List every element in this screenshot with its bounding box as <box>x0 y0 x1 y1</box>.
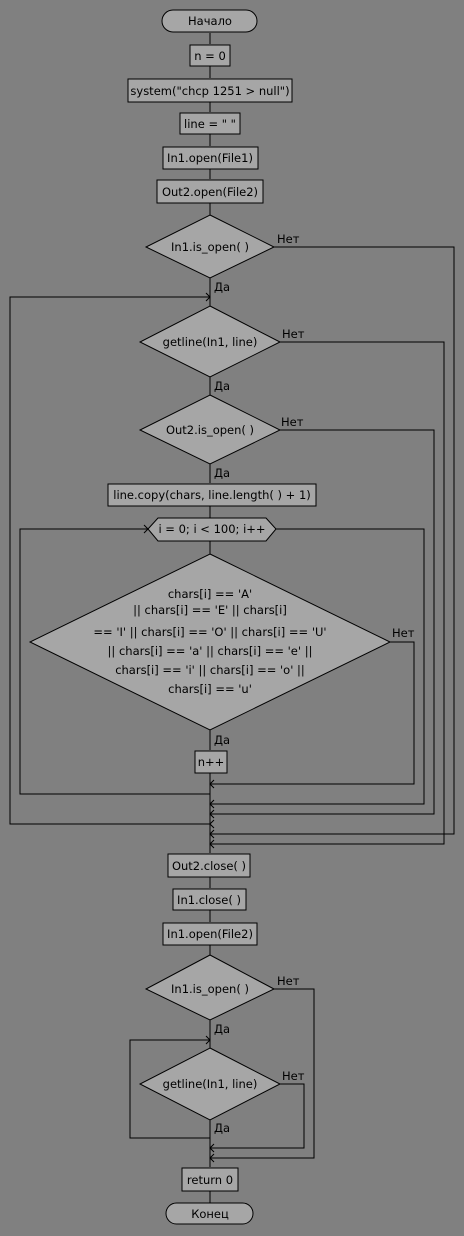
label-no-in1-open-2: Нет <box>277 974 300 988</box>
svg-text:Out2.open(File2): Out2.open(File2) <box>162 185 258 199</box>
decision-vowel-check: chars[i] == 'A' || chars[i] == 'E' || ch… <box>28 553 392 731</box>
process-n-init: n = 0 <box>189 44 231 67</box>
svg-text:In1.close( ): In1.close( ) <box>177 893 241 907</box>
process-out2-open-file2: Out2.open(File2) <box>156 179 264 204</box>
svg-text:In1.open(File1): In1.open(File1) <box>167 151 253 165</box>
label-no-out2-open: Нет <box>281 415 304 429</box>
decision-getline-1: getline(In1, line) <box>138 305 282 378</box>
svg-text:chars[i] == 'i' || chars[i] ==: chars[i] == 'i' || chars[i] == 'o' || <box>115 663 305 677</box>
process-in1-open-file1: In1.open(File1) <box>162 146 259 170</box>
process-line-init: line = " " <box>179 112 241 135</box>
svg-text:|| chars[i] == 'E' || chars[i]: || chars[i] == 'E' || chars[i] <box>133 603 287 617</box>
label-yes-getline-2: Да <box>214 1121 230 1135</box>
svg-text:n = 0: n = 0 <box>194 49 226 63</box>
svg-text:Конец: Конец <box>191 1207 229 1221</box>
decision-getline-2: getline(In1, line) <box>138 1047 282 1121</box>
svg-text:getline(In1, line): getline(In1, line) <box>163 335 258 349</box>
label-yes-in1-open-2: Да <box>214 1022 230 1036</box>
svg-text:Out2.is_open( ): Out2.is_open( ) <box>166 423 254 437</box>
label-no-getline-2: Нет <box>282 1069 305 1083</box>
process-line-copy: line.copy(chars, line.length( ) + 1) <box>107 483 317 507</box>
svg-text:|| chars[i] == 'a' || chars[i]: || chars[i] == 'a' || chars[i] == 'e' || <box>108 644 313 658</box>
svg-text:Начало: Начало <box>188 14 232 28</box>
svg-text:chars[i] == 'u': chars[i] == 'u' <box>168 682 252 696</box>
label-yes-out2-open: Да <box>214 466 230 480</box>
svg-text:chars[i] == 'A': chars[i] == 'A' <box>168 587 252 601</box>
decision-in1-is-open-2: In1.is_open( ) <box>144 954 276 1021</box>
process-in1-open-file2: In1.open(File2) <box>162 922 258 946</box>
svg-text:Out2.close( ): Out2.close( ) <box>172 859 246 873</box>
decision-in1-is-open-1: In1.is_open( ) <box>144 214 276 279</box>
loop-for-header: i = 0; i < 100; i++ <box>147 517 277 542</box>
start-terminal: Начало <box>161 9 258 33</box>
process-in1-close: In1.close( ) <box>172 888 247 911</box>
process-return-0: return 0 <box>181 1167 239 1192</box>
connectors <box>9 33 455 1203</box>
label-yes-vowel: Да <box>214 733 230 747</box>
svg-text:i = 0; i < 100; i++: i = 0; i < 100; i++ <box>158 522 265 536</box>
svg-text:line = " ": line = " " <box>184 117 236 131</box>
label-no-vowel: Нет <box>392 626 415 640</box>
decision-out2-is-open: Out2.is_open( ) <box>138 394 282 465</box>
process-system-call: system("chcp 1251 > null") <box>127 78 293 103</box>
svg-text:system("chcp 1251 > null"): system("chcp 1251 > null") <box>130 84 289 98</box>
process-n-increment: n++ <box>194 750 228 774</box>
svg-text:return 0: return 0 <box>187 1173 233 1187</box>
label-no-getline-1: Нет <box>282 327 305 341</box>
label-yes-in1-open-1: Да <box>214 280 230 294</box>
svg-text:In1.open(File2): In1.open(File2) <box>167 927 253 941</box>
svg-text:getline(In1, line): getline(In1, line) <box>163 1077 258 1091</box>
label-yes-getline-1: Да <box>214 379 230 393</box>
end-terminal: Конец <box>165 1202 254 1225</box>
branch-labels: Нет Да Нет Да Нет Да Нет Да Нет Да Нет Д… <box>214 232 415 1135</box>
svg-text:In1.is_open( ): In1.is_open( ) <box>171 240 249 254</box>
label-no-in1-open-1: Нет <box>277 232 300 246</box>
svg-text:In1.is_open( ): In1.is_open( ) <box>171 982 249 996</box>
process-out2-close: Out2.close( ) <box>167 853 251 878</box>
svg-text:line.copy(chars, line.length(: line.copy(chars, line.length( ) + 1) <box>113 488 311 502</box>
svg-text:n++: n++ <box>198 755 225 769</box>
svg-text:== 'I' || chars[i] == 'O' || c: == 'I' || chars[i] == 'O' || chars[i] ==… <box>93 625 326 639</box>
